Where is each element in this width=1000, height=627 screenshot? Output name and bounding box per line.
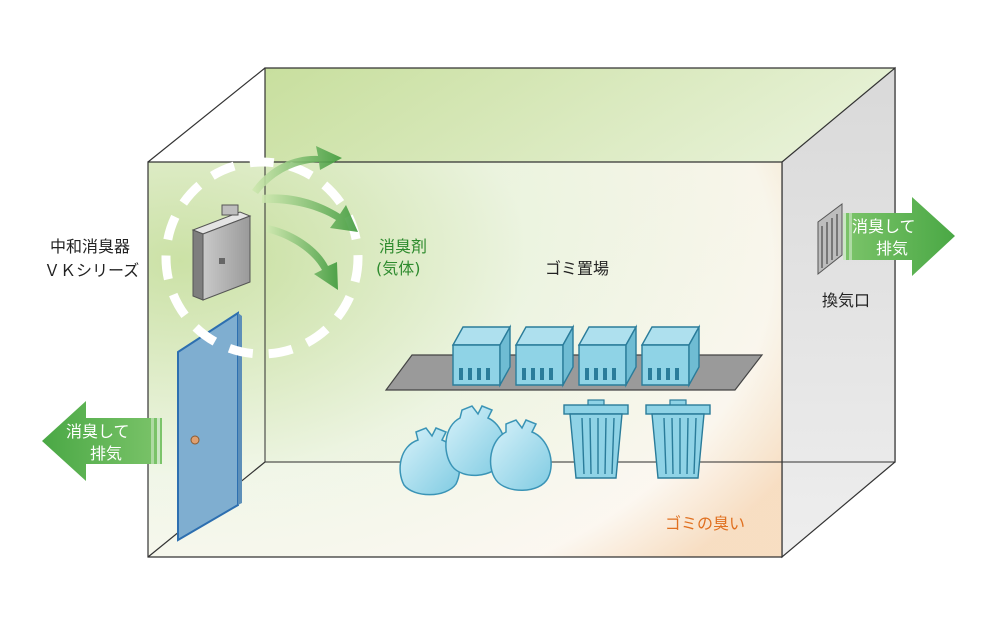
- trash-can: [645, 399, 711, 479]
- garbage-bag: [399, 427, 461, 496]
- odor-label: ゴミの臭い: [665, 514, 745, 533]
- exhaust-arrow-left: [42, 401, 162, 481]
- trash-can: [563, 399, 629, 479]
- room-label: ゴミ置場: [545, 259, 609, 278]
- exhaust-right-line2: 排気: [876, 239, 908, 258]
- door: [177, 311, 242, 542]
- exhaust-arrow-right: [843, 197, 955, 276]
- door-knob: [190, 435, 200, 445]
- vent-label: 換気口: [822, 291, 870, 310]
- crate: [640, 324, 701, 388]
- trash-cans: [563, 399, 711, 479]
- crate: [514, 324, 575, 388]
- crates: [451, 324, 701, 388]
- exhaust-left-line1: 消臭して: [66, 422, 130, 441]
- deodorizer-device: [191, 204, 252, 301]
- exhaust-left-line2: 排気: [90, 444, 122, 463]
- exhaust-right-line1: 消臭して: [852, 217, 916, 236]
- agent-label-line2: (気体): [376, 259, 421, 278]
- device-label-line2: ＶＫシリーズ: [44, 261, 139, 280]
- garbage-bag: [489, 419, 552, 491]
- vent-grille-icon: [817, 203, 843, 276]
- garbage-bags: [399, 405, 552, 496]
- crate: [451, 324, 512, 388]
- crate: [577, 324, 638, 388]
- agent-label-line1: 消臭剤: [379, 237, 427, 256]
- spray-arrows: [252, 146, 358, 290]
- device-label-line1: 中和消臭器: [50, 237, 130, 256]
- deodorant-range-circle: [161, 157, 363, 359]
- shelf: [384, 354, 764, 391]
